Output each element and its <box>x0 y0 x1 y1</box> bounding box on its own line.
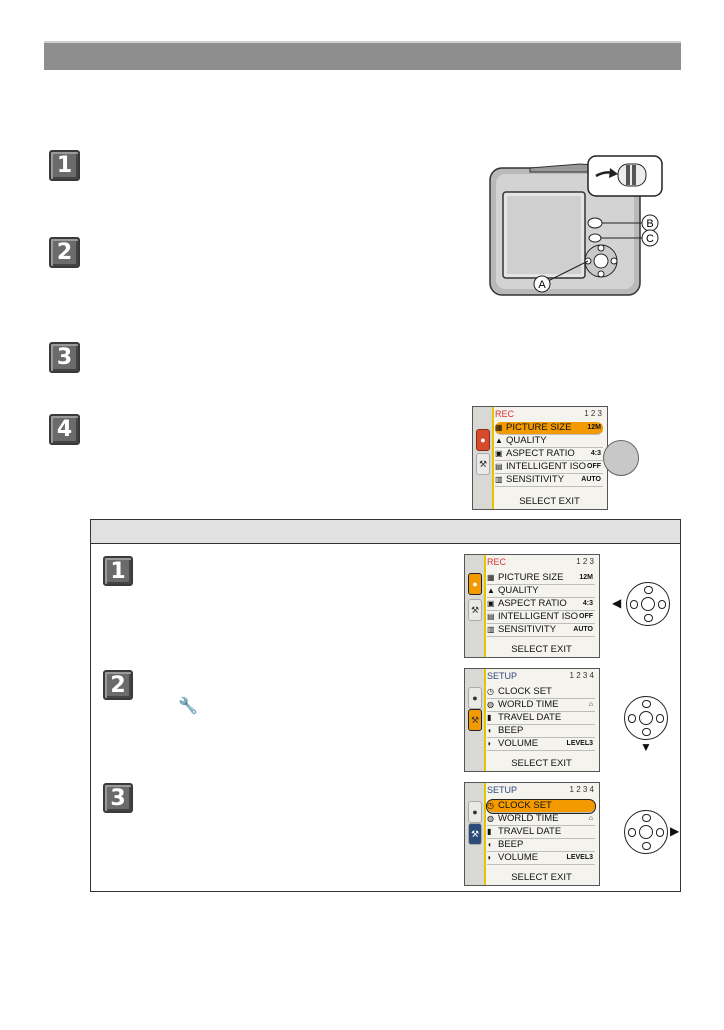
iso-icon: ▤ <box>487 612 495 621</box>
rec-tab-icon: ● <box>468 573 482 595</box>
aspect-ratio-icon: ▣ <box>495 449 503 458</box>
picture-size-icon: ▦ <box>495 423 503 432</box>
iso-icon: ▤ <box>495 462 503 471</box>
beep-icon: ◖ <box>487 726 492 735</box>
suitcase-icon: ▮ <box>487 713 492 722</box>
sub-step-2-badge: 2 <box>103 670 133 700</box>
lcd-setup-menu-sub3: ● ⚒ SETUP 1 2 3 4 ◷CLOCK SET ◍WORLD TIME… <box>464 782 600 886</box>
callout-a: A <box>538 279 546 291</box>
wrench-icon: 🔧 <box>178 698 198 715</box>
menu-header: SETUP <box>487 671 518 681</box>
beep-icon: ◖ <box>487 840 492 849</box>
quality-icon: ▲ <box>487 586 495 595</box>
menu-row: ▮TRAVEL DATE <box>487 712 595 725</box>
dpad-down-icon <box>624 696 668 740</box>
menu-header: REC <box>495 409 515 419</box>
callout-b: B <box>646 218 653 230</box>
suitcase-icon: ▮ <box>487 827 492 836</box>
home-icon: ⌂ <box>588 701 593 708</box>
lcd-setup-menu-sub2: ● ⚒ SETUP 1 2 3 4 ◷CLOCK SET ◍WORLD TIME… <box>464 668 600 772</box>
menu-row: ▲QUALITY <box>495 435 603 448</box>
menu-set-button-icon <box>603 440 639 476</box>
page-indicator: 1 2 3 4 <box>569 671 594 680</box>
globe-icon: ◍ <box>487 700 494 709</box>
menu-row: ◖BEEP <box>487 725 595 738</box>
sensitivity-icon: ▥ <box>495 475 503 484</box>
volume-icon: ◗ <box>487 853 492 862</box>
callout-c: C <box>646 233 654 245</box>
dpad-left-icon <box>626 582 670 626</box>
sub-step-1-badge: 1 <box>103 556 133 586</box>
wrench-tab-icon: ⚒ <box>476 453 490 475</box>
step-4-badge: 4 <box>49 414 80 445</box>
menu-footer: SELECT EXIT <box>519 496 580 507</box>
menu-row: ▮TRAVEL DATE <box>487 826 595 839</box>
arrow-down-icon: ▼ <box>640 740 652 754</box>
step-2-badge: 2 <box>49 237 80 268</box>
menu-row: ▲QUALITY <box>487 585 595 598</box>
home-icon: ⌂ <box>588 815 593 822</box>
panel-header-bar <box>90 519 681 544</box>
rec-tab-icon: ● <box>468 801 482 823</box>
step-3-badge: 3 <box>49 342 80 373</box>
globe-icon: ◍ <box>487 814 494 823</box>
page-indicator: 1 2 3 4 <box>569 785 594 794</box>
page-indicator: 1 2 3 <box>584 409 602 418</box>
menu-footer: SELECT EXIT <box>511 872 572 883</box>
sensitivity-icon: ▥ <box>487 625 495 634</box>
clock-icon: ◷ <box>487 801 494 810</box>
wrench-tab-icon: ⚒ <box>468 709 482 731</box>
wrench-tab-icon: ⚒ <box>468 823 482 845</box>
camera-illustration: B C A <box>489 155 663 296</box>
menu-row: ◷CLOCK SET <box>487 686 595 699</box>
menu-row: ◷CLOCK SET <box>487 800 595 813</box>
volume-icon: ◗ <box>487 739 492 748</box>
page-indicator: 1 2 3 <box>576 557 594 566</box>
quality-icon: ▲ <box>495 436 503 445</box>
wrench-tab-icon: ⚒ <box>468 599 482 621</box>
arrow-right-icon: ▶ <box>670 824 680 838</box>
menu-header: SETUP <box>487 785 518 795</box>
menu-row: ◍WORLD TIME⌂ <box>487 813 595 826</box>
clock-icon: ◷ <box>487 687 494 696</box>
rec-tab-icon: ● <box>476 429 490 451</box>
sub-step-3-badge: 3 <box>103 783 133 813</box>
section-title-bar <box>44 41 681 70</box>
step-1-badge: 1 <box>49 150 80 181</box>
menu-header: REC <box>487 557 507 567</box>
menu-row: ◍WORLD TIME⌂ <box>487 699 595 712</box>
menu-footer: SELECT EXIT <box>511 758 572 769</box>
dpad-right-icon <box>624 810 668 854</box>
menu-footer: SELECT EXIT <box>511 644 572 655</box>
rec-tab-icon: ● <box>468 687 482 709</box>
arrow-left-icon: ◀ <box>612 596 622 610</box>
picture-size-icon: ▦ <box>487 573 495 582</box>
menu-row: ◖BEEP <box>487 839 595 852</box>
aspect-ratio-icon: ▣ <box>487 599 495 608</box>
